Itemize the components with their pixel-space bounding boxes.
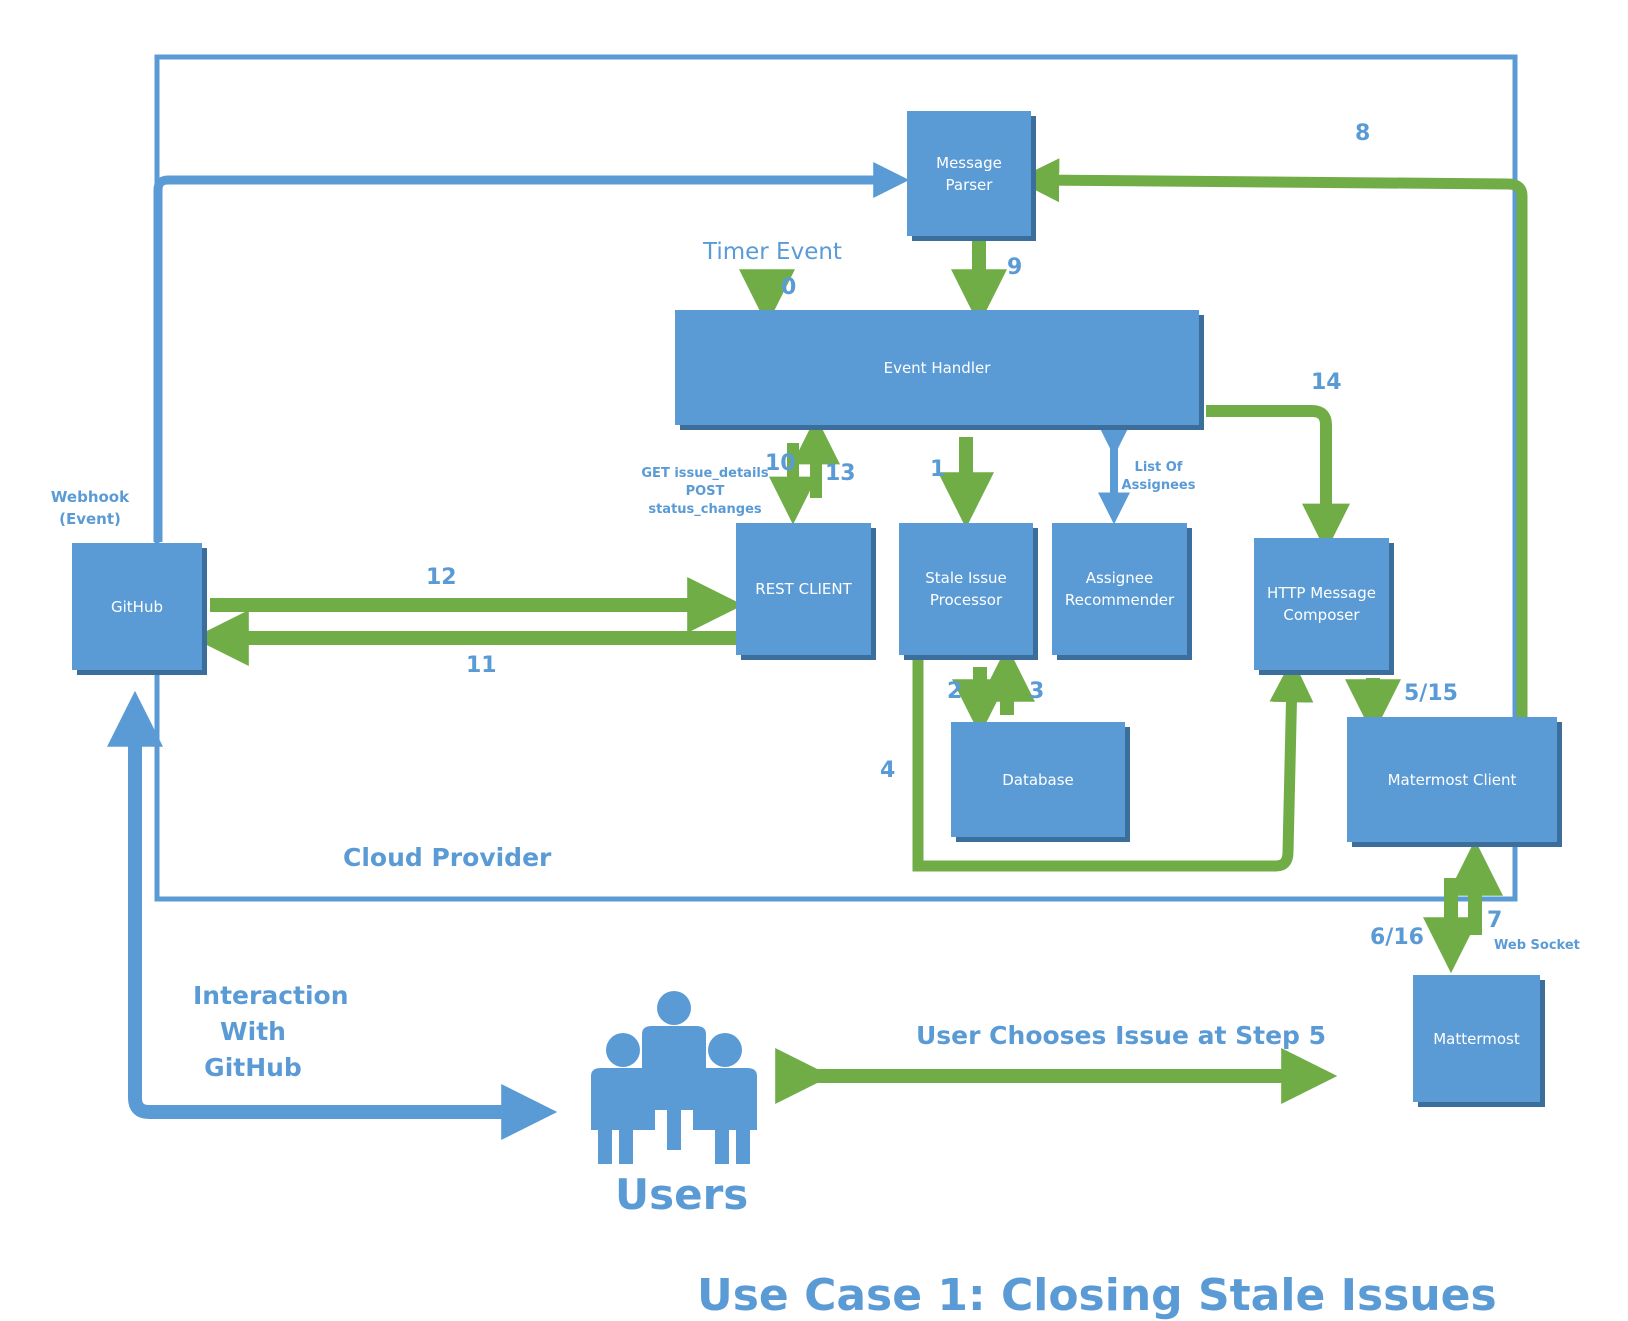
step-9: 9 [1007,255,1023,280]
step-14: 14 [1311,370,1342,395]
assignee-recommender-label: Assignee Recommender [1064,569,1175,609]
github-box: GitHub [72,543,202,670]
timer-event-label: Timer Event [703,239,842,265]
rest-client-box: REST CLIENT [736,523,871,655]
step-3: 3 [1029,679,1045,704]
users-label: Users [615,1170,749,1219]
cloud-provider-label: Cloud Provider [343,843,552,872]
stale-issue-processor-box: Stale Issue Processor [899,523,1033,655]
arrow-step-14 [1206,405,1350,552]
interaction-github-label: Interaction With GitHub [193,981,349,1082]
arrow-step-4 [912,658,1314,872]
http-message-composer-label: HTTP Message Composer [1267,584,1376,624]
step-0: 0 [781,275,797,300]
step-4: 4 [880,758,896,783]
diagram-title: Use Case 1: Closing Stale Issues [697,1270,1497,1321]
step-8: 8 [1355,121,1371,146]
step-10: 10 [765,451,796,476]
database-box: Database [951,722,1125,837]
message-parser-label: Message Parser [936,153,1002,194]
mattermost-client-label: Matermost Client [1387,770,1517,789]
step-13: 13 [825,461,856,486]
http-message-composer-box: HTTP Message Composer [1254,538,1389,670]
step-5-15: 5/15 [1404,681,1458,706]
event-handler-box: Event Handler [675,310,1199,425]
step-12: 12 [426,565,457,590]
message-parser-box: Message Parser [907,111,1031,236]
event-handler-label: Event Handler [883,358,991,377]
web-socket-label: Web Socket [1494,938,1580,953]
database-label: Database [1002,770,1074,789]
webhook-label: Webhook (Event) [50,488,130,528]
users-icon [591,991,757,1164]
arrow-interaction-github [128,712,558,1140]
step-1: 1 [930,457,946,482]
webhook-arrow [153,162,910,542]
step-11: 11 [466,653,497,678]
github-label: GitHub [111,597,163,616]
step-7: 7 [1487,908,1503,933]
list-of-assignees-label: List Of Assignees [1121,460,1196,493]
rest-client-label: REST CLIENT [755,580,852,598]
get-post-label: GET issue_details POST status_changes [641,466,769,517]
stale-issue-processor-label: Stale Issue Processor [925,569,1007,609]
mattermost-label: Mattermost [1433,1029,1520,1048]
assignee-recommender-box: Assignee Recommender [1052,523,1187,655]
step-6-16: 6/16 [1370,925,1424,950]
mattermost-box: Mattermost [1413,975,1540,1102]
arrow-step-8 [1015,158,1528,718]
user-chooses-label: User Chooses Issue at Step 5 [916,1021,1327,1050]
mattermost-client-box: Matermost Client [1347,717,1557,842]
step-2: 2 [947,679,963,704]
